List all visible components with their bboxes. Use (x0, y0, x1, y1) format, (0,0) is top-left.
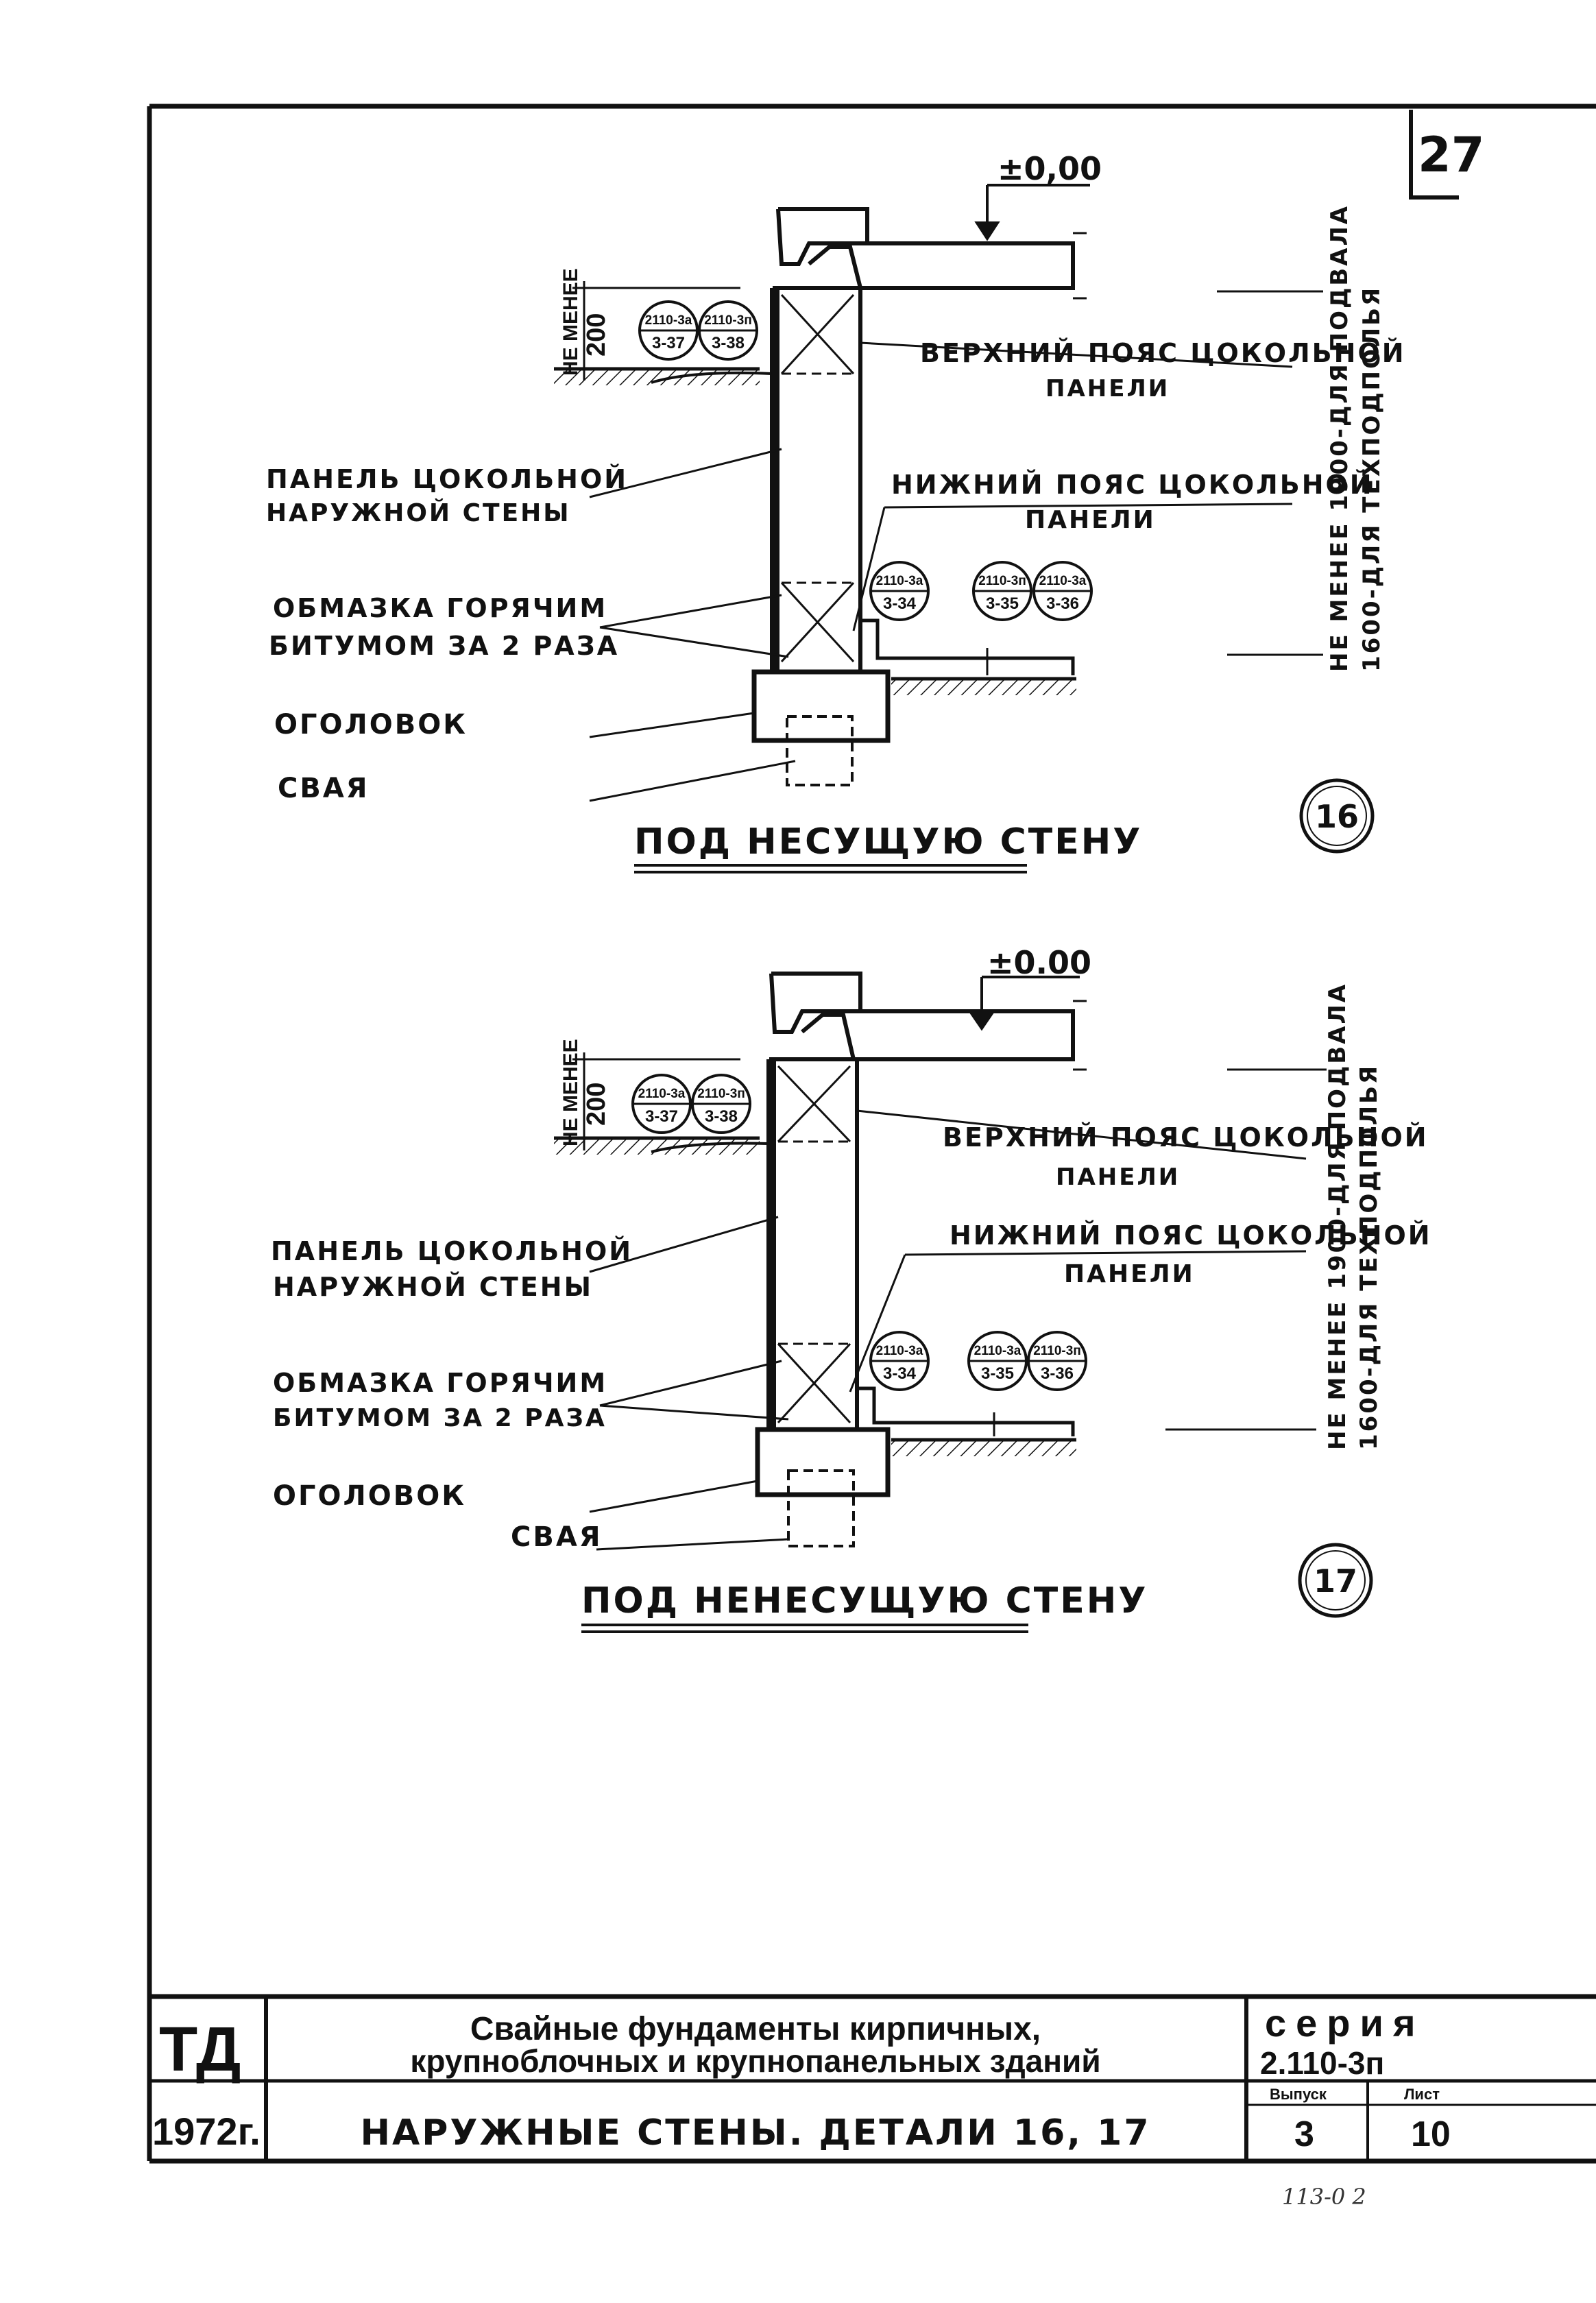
leader-lines (589, 290, 1323, 802)
series-value: 2.110-3п (1260, 2045, 1384, 2081)
leader-lines (589, 1068, 1327, 1551)
ref-sheet: 3-34 (883, 1364, 917, 1383)
upper-belt-label-2: ПАНЕЛИ (1056, 1163, 1180, 1191)
panel-label-2: НАРУЖНОЙ СТЕНЫ (273, 1272, 593, 1302)
upper-belt-label: ВЕРХНИЙ ПОЯС ЦОКОЛЬНОЙ (943, 1122, 1429, 1153)
ref-sheet: 3-38 (705, 1107, 738, 1126)
ref-circle: 2110-3а 3-36 (1032, 561, 1093, 621)
ref-sheet: 3-35 (981, 1364, 1014, 1383)
ref-sheet: 3-36 (1041, 1364, 1074, 1383)
panel-label-2: НАРУЖНОЙ СТЕНЫ (266, 498, 571, 527)
detail-title: ПОД НЕНЕСУЩУЮ СТЕНУ (581, 1580, 1148, 1621)
ref-sheet: 3-37 (645, 1107, 678, 1126)
coating-label-2: БИТУМОМ ЗА 2 РАЗА (273, 1404, 607, 1432)
floor-slab (776, 207, 1087, 300)
side-note-1: НЕ МЕНЕЕ 1900-ДЛЯ ПОДВАЛА (1326, 204, 1353, 672)
issue-label: Выпуск (1270, 2086, 1327, 2103)
ref-series: 2110-3а (876, 574, 923, 588)
side-note-2: 1600-ДЛЯ ТЕХПОДПОЛЬЯ (1355, 1064, 1383, 1450)
org-code: ТД (159, 2014, 241, 2084)
pile-cap (755, 1427, 891, 1497)
ref-series: 2110-3п (704, 313, 752, 328)
year: 1972г. (152, 2110, 261, 2153)
corner-sheet-number: 27 (1418, 127, 1484, 183)
ref-series: 2110-3п (697, 1087, 745, 1101)
detail-16: ±0,00 (266, 150, 1406, 873)
min-height-label: НЕ МЕНЕЕ (559, 1039, 582, 1146)
ref-sheet: 3-36 (1046, 594, 1079, 613)
pile-label: СВАЯ (278, 773, 370, 804)
ref-series: 2110-3а (876, 1344, 923, 1358)
cap-label: ОГОЛОВОК (273, 1480, 466, 1512)
detail-number: 16 (1315, 798, 1359, 835)
upper-belt-label-2: ПАНЕЛИ (1045, 375, 1170, 402)
detail-title: ПОД НЕСУЩУЮ СТЕНУ (634, 821, 1142, 863)
ref-sheet: 3-34 (883, 594, 917, 613)
side-note-1: НЕ МЕНЕЕ 1900-ДЛЯ ПОДВАЛА (1324, 982, 1351, 1450)
lower-belt-label: НИЖНИЙ ПОЯС ЦОКОЛЬНОЙ (950, 1220, 1432, 1251)
plinth-panel (770, 286, 1075, 675)
pile (787, 1469, 855, 1547)
detail-17: ±0.00 НЕ МЕН (271, 944, 1432, 1633)
panel-label: ПАНЕЛЬ ЦОКОЛЬНОЙ (266, 464, 628, 494)
ref-series: 2110-3а (638, 1087, 686, 1101)
detail-number-circle: 17 (1298, 1543, 1373, 1618)
cap-label: ОГОЛОВОК (274, 709, 468, 740)
pile (786, 715, 854, 786)
min-height-label: НЕ МЕНЕЕ (559, 268, 582, 376)
ref-circle: 2110-3а 3-34 (869, 1331, 930, 1391)
level-marker (974, 184, 1090, 241)
ref-circle: 2110-3а 3-35 (967, 1331, 1028, 1391)
ref-circle: 2110-3п 3-38 (698, 300, 758, 361)
height-dimension (572, 281, 740, 381)
ref-circle: 2110-3п 3-38 (691, 1074, 751, 1134)
ref-series: 2110-3п (1033, 1344, 1081, 1358)
min-height-value: 200 (582, 1083, 611, 1126)
panel-label: ПАНЕЛЬ ЦОКОЛЬНОЙ (271, 1236, 633, 1266)
floor-slab (769, 972, 1087, 1071)
issue-value: 3 (1294, 2114, 1314, 2154)
sheet-frame (147, 104, 1596, 2164)
ref-series: 2110-3а (1039, 574, 1087, 588)
min-height-value: 200 (582, 313, 611, 357)
ground-line (554, 367, 1076, 695)
upper-belt-label: ВЕРХНИЙ ПОЯС ЦОКОЛЬНОЙ (920, 338, 1406, 368)
level-mark-text: ±0.00 (987, 944, 1091, 981)
sheet-label: Лист (1404, 2086, 1440, 2103)
detail-number-circle: 16 (1299, 778, 1375, 854)
lower-belt-label: НИЖНИЙ ПОЯС ЦОКОЛЬНОЙ (891, 470, 1374, 500)
ref-circle: 2110-3а 3-37 (631, 1074, 692, 1134)
pile-cap (751, 669, 891, 743)
ground-line (554, 1136, 1076, 1456)
ref-sheet: 3-37 (652, 334, 685, 352)
level-mark-text: ±0,00 (998, 150, 1102, 187)
ref-series: 2110-3п (978, 574, 1026, 588)
ref-sheet: 3-38 (712, 334, 745, 352)
title-line-1: Свайные фундаменты кирпичных, (470, 2011, 1041, 2047)
ref-circle: 2110-3а 3-34 (869, 561, 930, 621)
ref-series: 2110-3а (974, 1344, 1021, 1358)
archive-note: 113-0 2 (1282, 2184, 1366, 2210)
height-dimension (572, 1052, 740, 1150)
detail-number: 17 (1314, 1563, 1357, 1600)
coating-label: ОБМАЗКА ГОРЯЧИМ (273, 593, 607, 623)
title-line-2: крупноблочных и крупнопанельных зданий (410, 2043, 1100, 2079)
sheet-subtitle: НАРУЖНЫЕ СТЕНЫ. ДЕТАЛИ 16, 17 (361, 2112, 1151, 2154)
side-note-2: 1600-ДЛЯ ТЕХПОДПОЛЬЯ (1358, 286, 1386, 672)
coating-label: ОБМАЗКА ГОРЯЧИМ (273, 1368, 607, 1398)
ref-circle: 2110-3а 3-37 (638, 300, 699, 361)
ref-circle: 2110-3п 3-35 (972, 561, 1032, 621)
pile-label: СВАЯ (511, 1521, 603, 1553)
lower-belt-label-2: ПАНЕЛИ (1064, 1260, 1195, 1288)
sheet-value: 10 (1411, 2114, 1451, 2154)
title-block (149, 1994, 1596, 2161)
ref-series: 2110-3а (645, 313, 692, 328)
level-marker (969, 976, 1080, 1031)
ref-sheet: 3-35 (986, 594, 1019, 613)
lower-belt-label-2: ПАНЕЛИ (1025, 506, 1156, 534)
series-label: серия (1265, 2001, 1425, 2045)
coating-label-2: БИТУМОМ ЗА 2 РАЗА (269, 631, 619, 661)
ref-circle: 2110-3п 3-36 (1027, 1331, 1087, 1391)
